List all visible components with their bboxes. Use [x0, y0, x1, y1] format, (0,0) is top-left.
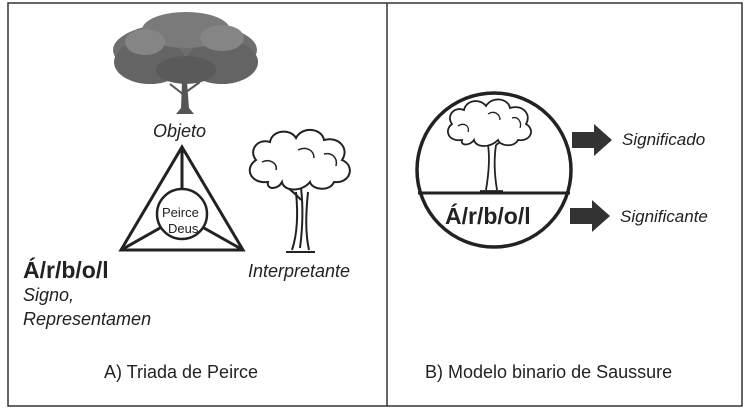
- representamen-label: Representamen: [23, 309, 152, 329]
- signifier-arrow: [570, 200, 610, 232]
- sign-word-left: Á/r/b/o/l: [23, 257, 109, 283]
- center-label-peirce: Peirce: [162, 205, 199, 220]
- object-tree-photo: [113, 12, 258, 114]
- signified-label: Significado: [622, 130, 706, 149]
- sign-word-right: Á/r/b/o/l: [445, 203, 531, 229]
- signified-tree-drawing: [447, 98, 532, 192]
- center-label-deus: Deus: [168, 221, 199, 236]
- caption-panel-b: B) Modelo binario de Saussure: [425, 362, 673, 382]
- saussure-sign-circle: [415, 91, 573, 249]
- caption-panel-a: A) Triada de Peirce: [104, 362, 259, 382]
- figure-border: [7, 2, 743, 407]
- peirce-triangle: [118, 144, 246, 252]
- signifier-label: Significante: [620, 207, 708, 226]
- sign-label: Signo,: [23, 285, 75, 305]
- interpretant-tree-drawing: [248, 129, 351, 253]
- object-label: Objeto: [153, 121, 207, 141]
- signified-arrow: [572, 124, 612, 156]
- interpretant-label: Interpretante: [248, 261, 351, 281]
